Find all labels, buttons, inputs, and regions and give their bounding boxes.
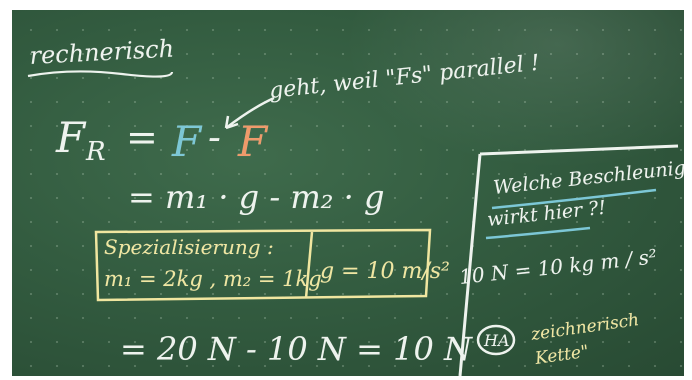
side-panel-top-line	[479, 144, 679, 156]
side-panel-left-line	[458, 153, 482, 376]
box-title: Spezialisierung :	[104, 235, 274, 259]
box-g: g = 10 m/s²	[320, 259, 450, 284]
note-arrow-line	[225, 96, 275, 129]
note-text: geht, weil "Fs" parallel !	[268, 51, 541, 104]
question-underline-1	[491, 188, 657, 210]
heading-text: rechnerisch	[29, 34, 175, 70]
chalkboard: rechnerisch geht, weil "Fs" parallel ! F…	[12, 10, 684, 376]
eq1-term1: F	[171, 117, 203, 166]
chalk-writing: rechnerisch geht, weil "Fs" parallel ! F…	[27, 34, 684, 376]
question-underline-2	[485, 226, 591, 240]
eq1-equals: =	[126, 115, 158, 159]
board-dot-grid	[12, 10, 684, 376]
side-question-line2: wirkt hier ?!	[486, 197, 607, 231]
side-question-line1: Welche Beschleunigung	[492, 153, 684, 199]
note-arrow-head	[224, 115, 239, 130]
spezialisierung-box	[94, 228, 432, 302]
box-values: m₁ = 2kg , m₂ = 1kg	[104, 267, 322, 291]
eq2-text: = m₁ · g - m₂ · g	[128, 178, 384, 216]
ha-circle	[476, 324, 516, 356]
eq1-lhs-sub: R	[85, 137, 106, 167]
eq1-lhs: F	[55, 113, 87, 162]
side-unit-equation: 10 N = 10 kg m / s²	[458, 244, 658, 289]
heading-underline	[27, 70, 174, 78]
ha-label: HA	[483, 331, 510, 350]
eq1-minus: -	[208, 115, 221, 159]
ha-text-line2: Kette"	[533, 342, 590, 369]
light-glare	[342, 10, 684, 170]
result-text: = 20 N - 10 N = 10 N	[120, 330, 473, 368]
box-divider	[304, 231, 314, 299]
ha-text-line1: zeichnerisch	[529, 310, 640, 345]
eq1-term2: F	[237, 117, 269, 166]
